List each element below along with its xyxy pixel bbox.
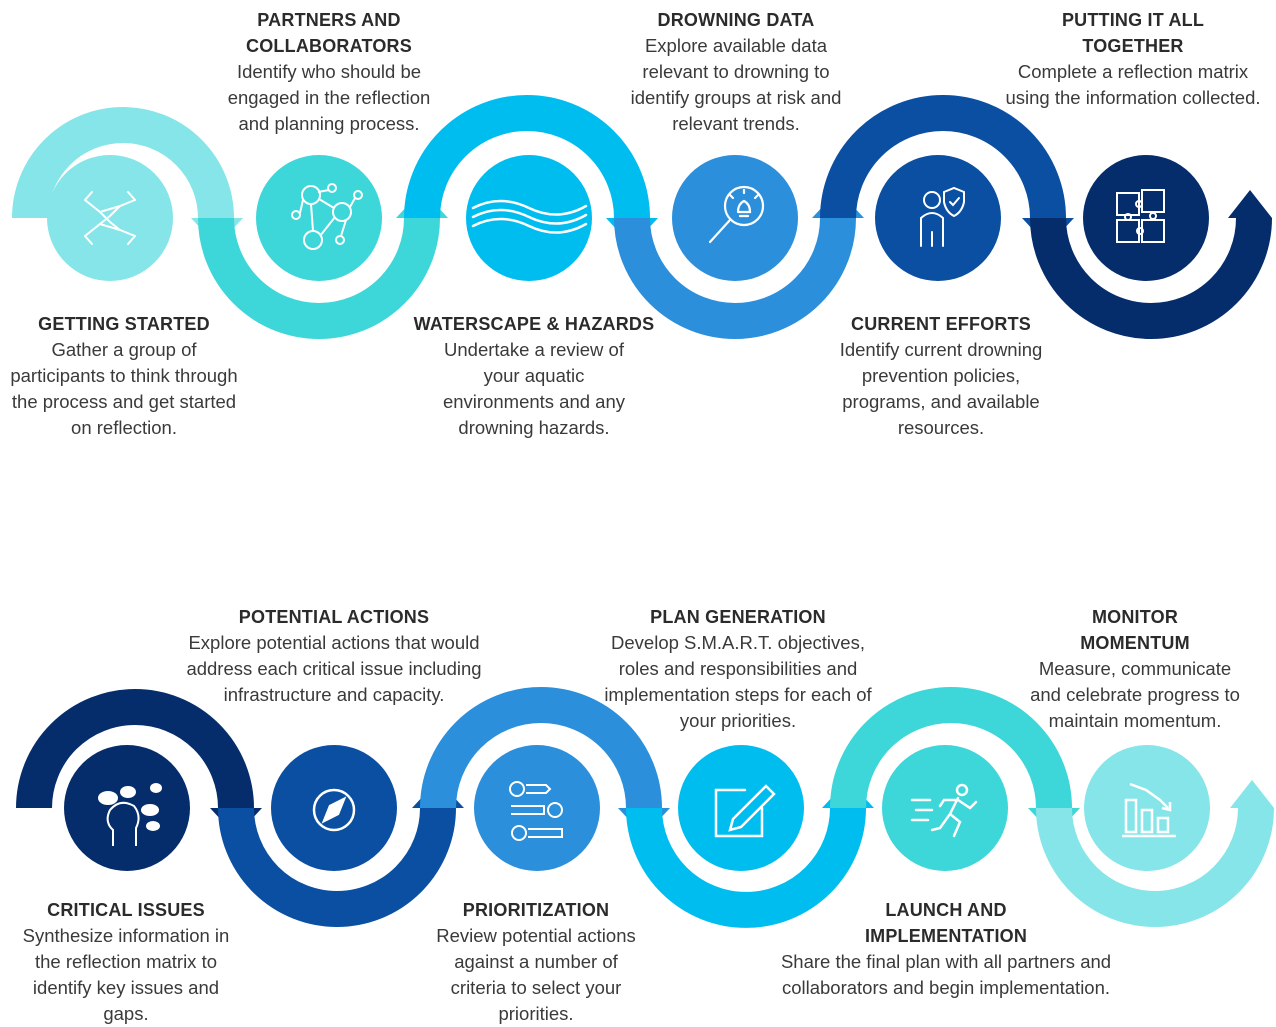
step-putting-together: PUTTING IT ALL TOGETHER Complete a refle…: [993, 7, 1273, 111]
arc-segment: [1030, 217, 1272, 339]
waves-icon: [471, 199, 588, 234]
arc-arrowhead: [1228, 190, 1272, 218]
arc-segment: [830, 687, 1072, 809]
arc-segment: [198, 217, 440, 339]
arc-segment: [404, 95, 650, 219]
step-monitor: MONITOR MOMENTUM Measure, communicate an…: [1000, 604, 1270, 734]
arc-segment: [420, 687, 662, 809]
step-circle-prioritization: [474, 745, 600, 871]
step-getting-started: GETTING STARTED Gather a group of partic…: [0, 311, 274, 441]
step-title: MONITOR MOMENTUM: [1080, 607, 1190, 653]
arc-segment: [12, 107, 234, 219]
hands-together-icon: [84, 191, 136, 245]
step-description: Explore available data relevant to drown…: [630, 35, 842, 134]
arc-segment: [218, 807, 456, 927]
step-title: PARTNERS AND COLLABORATORS: [246, 10, 412, 56]
step-title: DROWNING DATA: [657, 10, 815, 30]
step-circle-launch: [882, 745, 1008, 871]
step-drowning-data: DROWNING DATA Explore available data rel…: [586, 7, 886, 137]
step-title: POTENTIAL ACTIONS: [238, 607, 430, 627]
step-description: Share the final plan with all partners a…: [780, 951, 1112, 998]
step-description: Synthesize information in the reflection…: [22, 925, 230, 1024]
step-circle-putting-together: [1083, 155, 1209, 281]
step-circle-partners: [256, 155, 382, 281]
arc-segment: [16, 689, 254, 809]
step-partners: PARTNERS AND COLLABORATORS Identify who …: [179, 7, 479, 137]
step-title: GETTING STARTED: [38, 314, 210, 334]
step-description: Identify who should be engaged in the re…: [227, 61, 431, 134]
arc-segment: [614, 217, 856, 339]
step-current-efforts: CURRENT EFFORTS Identify current drownin…: [791, 311, 1091, 441]
step-title: CRITICAL ISSUES: [47, 900, 205, 920]
step-title: PUTTING IT ALL TOGETHER: [1061, 10, 1205, 56]
step-description: Review potential actions against a numbe…: [436, 925, 636, 1024]
step-circle-drowning-data: [672, 155, 798, 281]
bar-chart-icon: [1122, 782, 1176, 838]
step-description: Explore potential actions that would add…: [186, 632, 482, 705]
magnifier-bulb-icon: [708, 185, 765, 244]
step-circle-current-efforts: [875, 155, 1001, 281]
step-plan-generation: PLAN GENERATION Develop S.M.A.R.T. objec…: [588, 604, 888, 734]
step-circle-plan-generation: [678, 745, 804, 871]
running-person-icon: [910, 783, 978, 838]
step-circle-critical-issues: [64, 745, 190, 871]
step-description: Identify current drowning prevention pol…: [839, 339, 1043, 438]
compass-icon: [312, 788, 356, 832]
arc-segment: [820, 95, 1066, 219]
step-circle-monitor: [1084, 745, 1210, 871]
step-description: Complete a reflection matrix using the i…: [1005, 61, 1261, 108]
step-potential-actions: POTENTIAL ACTIONS Explore potential acti…: [184, 604, 484, 708]
step-description: Measure, communicate and celebrate progr…: [1030, 658, 1240, 731]
step-launch: LAUNCH AND IMPLEMENTATION Share the fina…: [776, 897, 1116, 1001]
step-prioritization: PRIORITIZATION Review potential actions …: [386, 897, 686, 1027]
step-description: Gather a group of participants to think …: [10, 339, 238, 438]
arc-segment: [626, 807, 866, 928]
step-title: LAUNCH AND IMPLEMENTATION: [864, 900, 1028, 946]
step-title: WATERSCAPE & HAZARDS: [413, 314, 655, 334]
step-title: PLAN GENERATION: [650, 607, 826, 627]
person-shield-icon: [920, 186, 965, 247]
step-waterscape: WATERSCAPE & HAZARDS Undertake a review …: [384, 311, 684, 441]
numbered-list-icon: [509, 781, 563, 841]
network-people-icon: [291, 183, 363, 250]
step-title: PRIORITIZATION: [462, 900, 610, 920]
thinking-head-icon: [98, 783, 162, 846]
puzzle-icon: [1116, 189, 1165, 243]
step-description: Develop S.M.A.R.T. objectives, roles and…: [604, 632, 872, 731]
edit-note-icon: [714, 784, 776, 838]
step-circle-getting-started: [47, 155, 173, 281]
step-critical-issues: CRITICAL ISSUES Synthesize information i…: [0, 897, 276, 1027]
arc-arrowhead: [1230, 780, 1274, 808]
step-title: CURRENT EFFORTS: [851, 314, 1031, 334]
step-description: Undertake a review of your aquatic envir…: [442, 339, 626, 438]
arc-segment: [1036, 807, 1274, 927]
